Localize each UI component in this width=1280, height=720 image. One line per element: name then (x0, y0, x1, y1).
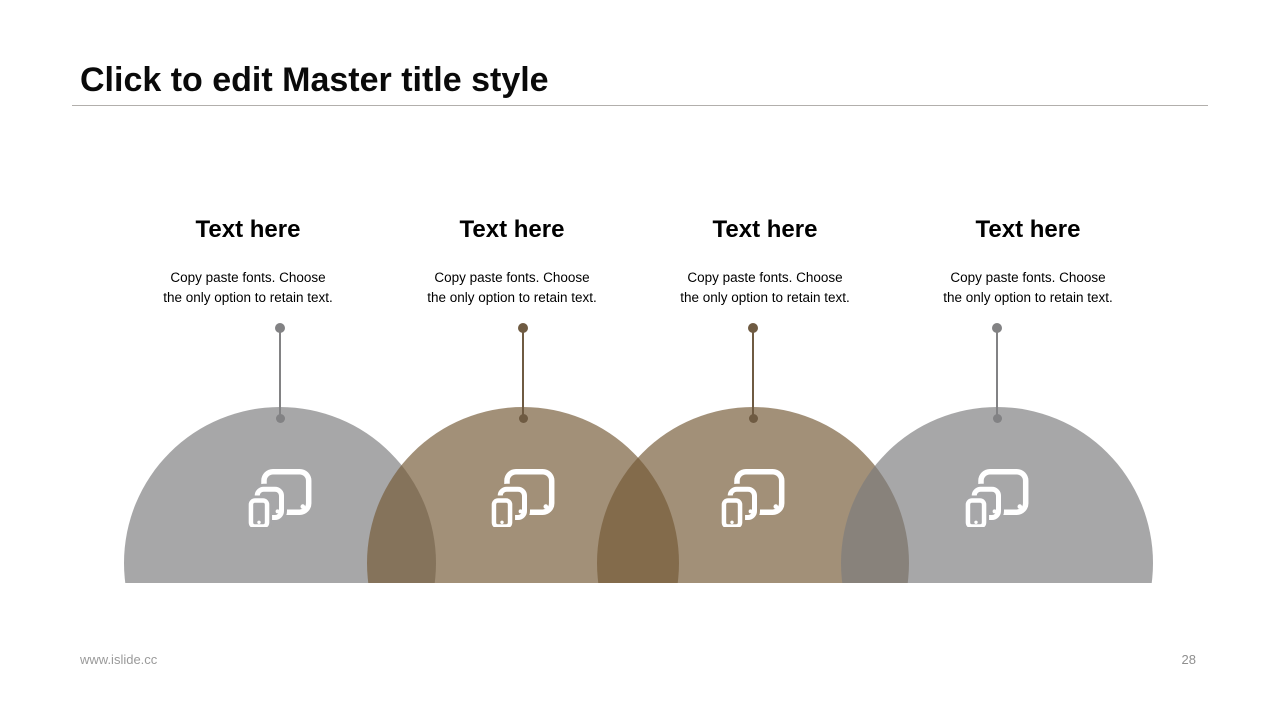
connector-line (996, 332, 998, 418)
connector-top-dot (992, 323, 1002, 333)
connector-top-dot (518, 323, 528, 333)
column-2-text[interactable]: Text here Copy paste fonts. Choose the o… (392, 217, 632, 308)
connector-3 (747, 323, 759, 423)
connector-4 (991, 323, 1003, 423)
title-divider (72, 105, 1208, 106)
column-title: Text here (459, 216, 565, 243)
connector-line (522, 332, 524, 418)
column-body: Copy paste fonts. Choose the only option… (163, 270, 333, 305)
footer-url: www.islide.cc (80, 652, 158, 667)
column-body: Copy paste fonts. Choose the only option… (943, 270, 1113, 305)
column-title: Text here (975, 216, 1081, 243)
connector-line (279, 332, 281, 418)
column-title: Text here (195, 216, 301, 243)
connector-anchor-dot (748, 413, 758, 423)
column-title: Text here (712, 216, 818, 243)
slide-title-placeholder[interactable]: Click to edit Master title style (80, 61, 549, 99)
connector-1 (274, 323, 286, 423)
multi-device-icon (490, 468, 555, 527)
connector-anchor-dot (275, 413, 285, 423)
column-body: Copy paste fonts. Choose the only option… (680, 270, 850, 305)
connector-2 (517, 323, 529, 423)
connector-top-dot (748, 323, 758, 333)
connector-anchor-dot (518, 413, 528, 423)
column-3-text[interactable]: Text here Copy paste fonts. Choose the o… (645, 217, 885, 308)
multi-device-icon (247, 468, 312, 527)
dome-shapes-band (0, 407, 1280, 583)
column-1-text[interactable]: Text here Copy paste fonts. Choose the o… (128, 217, 368, 308)
multi-device-icon (720, 468, 785, 527)
column-body: Copy paste fonts. Choose the only option… (427, 270, 597, 305)
connector-line (752, 332, 754, 418)
column-4-text[interactable]: Text here Copy paste fonts. Choose the o… (908, 217, 1148, 308)
multi-device-icon (964, 468, 1029, 527)
page-number: 28 (1181, 652, 1196, 667)
connector-anchor-dot (992, 413, 1002, 423)
connector-top-dot (275, 323, 285, 333)
